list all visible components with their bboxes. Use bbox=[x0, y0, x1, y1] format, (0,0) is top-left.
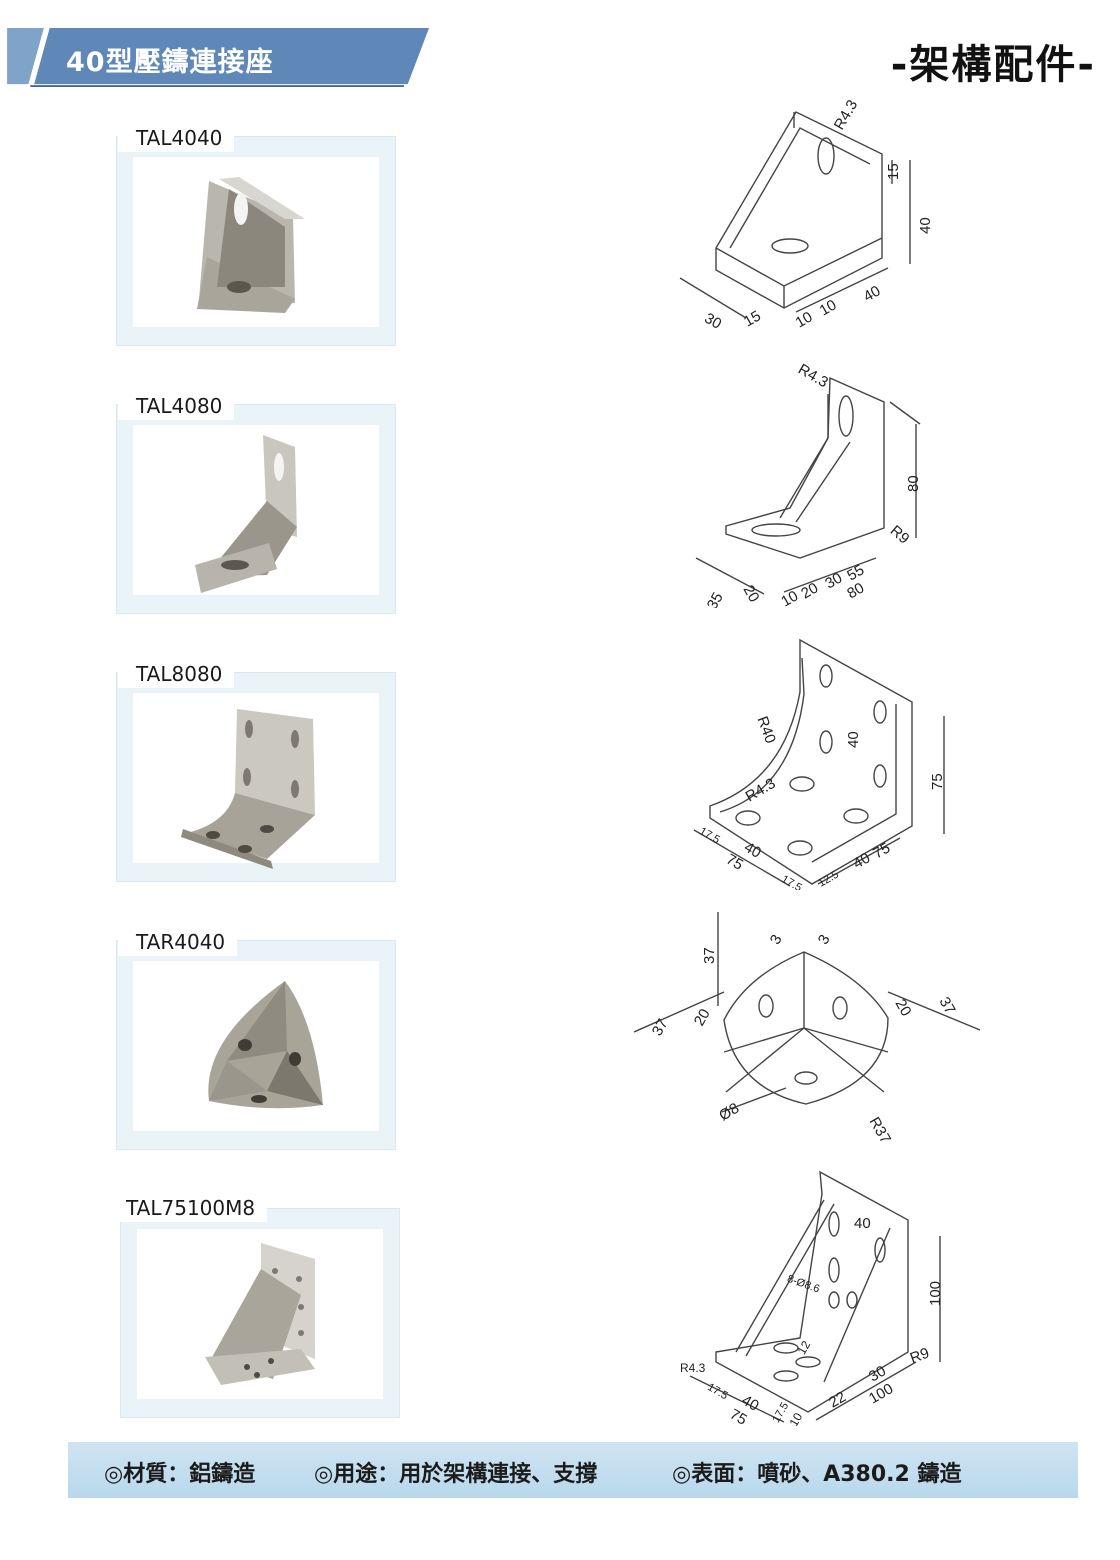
dim-label: 100 bbox=[927, 1281, 944, 1306]
tal4040-dimension-drawing: R4.3 15 40 30 15 10 10 40 bbox=[679, 98, 934, 333]
dim-label: 35 bbox=[704, 590, 727, 608]
product-tal4080: TAL4080 R4.3 80 R9 35 20 10 20 30 55 80 bbox=[0, 361, 1120, 626]
product-tal75100m8: TAL75100M8 40 8-Ø8.6 100 R9 R4.3 12 17.5… bbox=[0, 1170, 1120, 1430]
dim-label: R40 bbox=[754, 714, 779, 746]
usage-spec: ◎用途：用於架構連接、支撐 bbox=[314, 1462, 598, 1487]
dim-label: 100 bbox=[866, 1380, 896, 1407]
tar4040-dimension-drawing: 37 3 3 37 20 20 37 Ø8 R37 bbox=[633, 912, 981, 1147]
surface-spec: ◎表面：噴砂、A380.2 鑄造 bbox=[672, 1462, 962, 1487]
dim-label: 3 bbox=[815, 932, 834, 948]
product-photo-frame bbox=[116, 404, 396, 614]
dim-label: 40 bbox=[850, 849, 873, 872]
dim-label: R4.3 bbox=[680, 1361, 706, 1375]
tal75100m8-dimension-drawing: 40 8-Ø8.6 100 R9 R4.3 12 17.5 40 75 17.5… bbox=[680, 1170, 944, 1426]
dim-label: 10 bbox=[786, 1410, 805, 1426]
dim-label: 40 bbox=[854, 1215, 871, 1232]
bracket-photo-icon bbox=[205, 1243, 315, 1385]
dim-label: 75 bbox=[929, 773, 946, 790]
dim-label: 40 bbox=[739, 1392, 762, 1415]
tal8080-dimension-drawing: R40 40 75 R4.3 17.5 40 75 17.5 12.5 40 7… bbox=[693, 638, 946, 890]
corner-connector-photo-icon bbox=[208, 981, 323, 1109]
dim-label: 37 bbox=[649, 1016, 672, 1039]
product-photo-frame bbox=[120, 1208, 400, 1418]
product-photo-frame bbox=[116, 672, 396, 882]
material-spec: ◎材質：鋁鑄造 bbox=[104, 1462, 256, 1487]
header-banner bbox=[7, 28, 430, 88]
page-title: 40型壓鑄連接座 bbox=[66, 47, 274, 78]
dim-label: 3 bbox=[767, 932, 786, 948]
dim-label: R4.3 bbox=[795, 361, 831, 392]
dim-label: 10 bbox=[778, 587, 801, 608]
dim-label: 80 bbox=[905, 475, 922, 492]
dim-label: 37 bbox=[936, 994, 959, 1017]
product-tar4040: TAR4040 37 3 3 37 20 20 37 Ø8 R37 bbox=[0, 912, 1120, 1162]
dim-label: 15 bbox=[741, 307, 764, 330]
dim-label: 55 bbox=[844, 561, 867, 584]
dim-label: 22 bbox=[826, 1388, 849, 1411]
product-tal4040: TAL4040 R4.3 15 40 30 15 10 10 40 bbox=[0, 98, 1120, 358]
dim-label: 40 bbox=[845, 731, 862, 748]
dim-label: R9 bbox=[908, 1345, 932, 1368]
dim-label: 15 bbox=[885, 163, 902, 180]
model-label: TAL8080 bbox=[118, 660, 235, 688]
dim-label: R4.3 bbox=[831, 98, 862, 133]
dim-label: 30 bbox=[701, 310, 724, 333]
product-photo-frame bbox=[116, 136, 396, 346]
dim-label: 12 bbox=[794, 1338, 813, 1357]
product-tal8080: TAL8080 R40 40 75 R4.3 17.5 40 75 17.5 1… bbox=[0, 638, 1120, 894]
category-title: -架構配件- bbox=[890, 42, 1096, 88]
dim-label: Ø8 bbox=[716, 1100, 742, 1125]
bracket-photo-icon bbox=[195, 435, 297, 593]
dim-label: 17.5 bbox=[705, 1381, 730, 1402]
dim-label: 20 bbox=[691, 1006, 714, 1029]
bracket-photo-icon bbox=[181, 709, 315, 869]
dim-label: 20 bbox=[740, 582, 763, 605]
model-label: TAL4040 bbox=[118, 124, 235, 152]
tal4080-dimension-drawing: R4.3 80 R9 35 20 10 20 30 55 80 bbox=[695, 361, 922, 608]
dim-label: 80 bbox=[844, 579, 867, 602]
spec-footer: ◎材質：鋁鑄造 ◎用途：用於架構連接、支撐 ◎表面：噴砂、A380.2 鑄造 bbox=[68, 1442, 1078, 1498]
dim-label: 75 bbox=[727, 1406, 750, 1426]
dim-label: 17.5 bbox=[697, 825, 722, 846]
dim-label: 30 bbox=[866, 1362, 889, 1385]
dim-label: R37 bbox=[866, 1114, 894, 1146]
dim-label: 20 bbox=[892, 996, 915, 1019]
dim-label: 10 bbox=[793, 308, 816, 331]
dim-label: 40 bbox=[861, 282, 884, 305]
bracket-photo-icon bbox=[197, 177, 305, 313]
model-label: TAL4080 bbox=[118, 392, 235, 420]
dim-label: 12.5 bbox=[816, 868, 841, 889]
dim-label: 40 bbox=[741, 839, 764, 862]
product-photo-frame bbox=[116, 940, 396, 1150]
dim-label: R9 bbox=[887, 522, 913, 547]
dim-label: 20 bbox=[798, 579, 821, 602]
dim-label: R4.3 bbox=[743, 775, 779, 806]
dim-label: 8-Ø8.6 bbox=[785, 1273, 821, 1296]
dim-label: 10 bbox=[817, 296, 840, 319]
model-label: TAR4040 bbox=[118, 928, 238, 956]
model-label: TAL75100M8 bbox=[118, 1194, 268, 1222]
dim-label: 37 bbox=[701, 947, 718, 964]
dim-label: 40 bbox=[917, 217, 934, 234]
dim-label: 75 bbox=[723, 851, 746, 874]
dim-label: 75 bbox=[870, 839, 893, 862]
dim-label: 30 bbox=[822, 569, 845, 592]
